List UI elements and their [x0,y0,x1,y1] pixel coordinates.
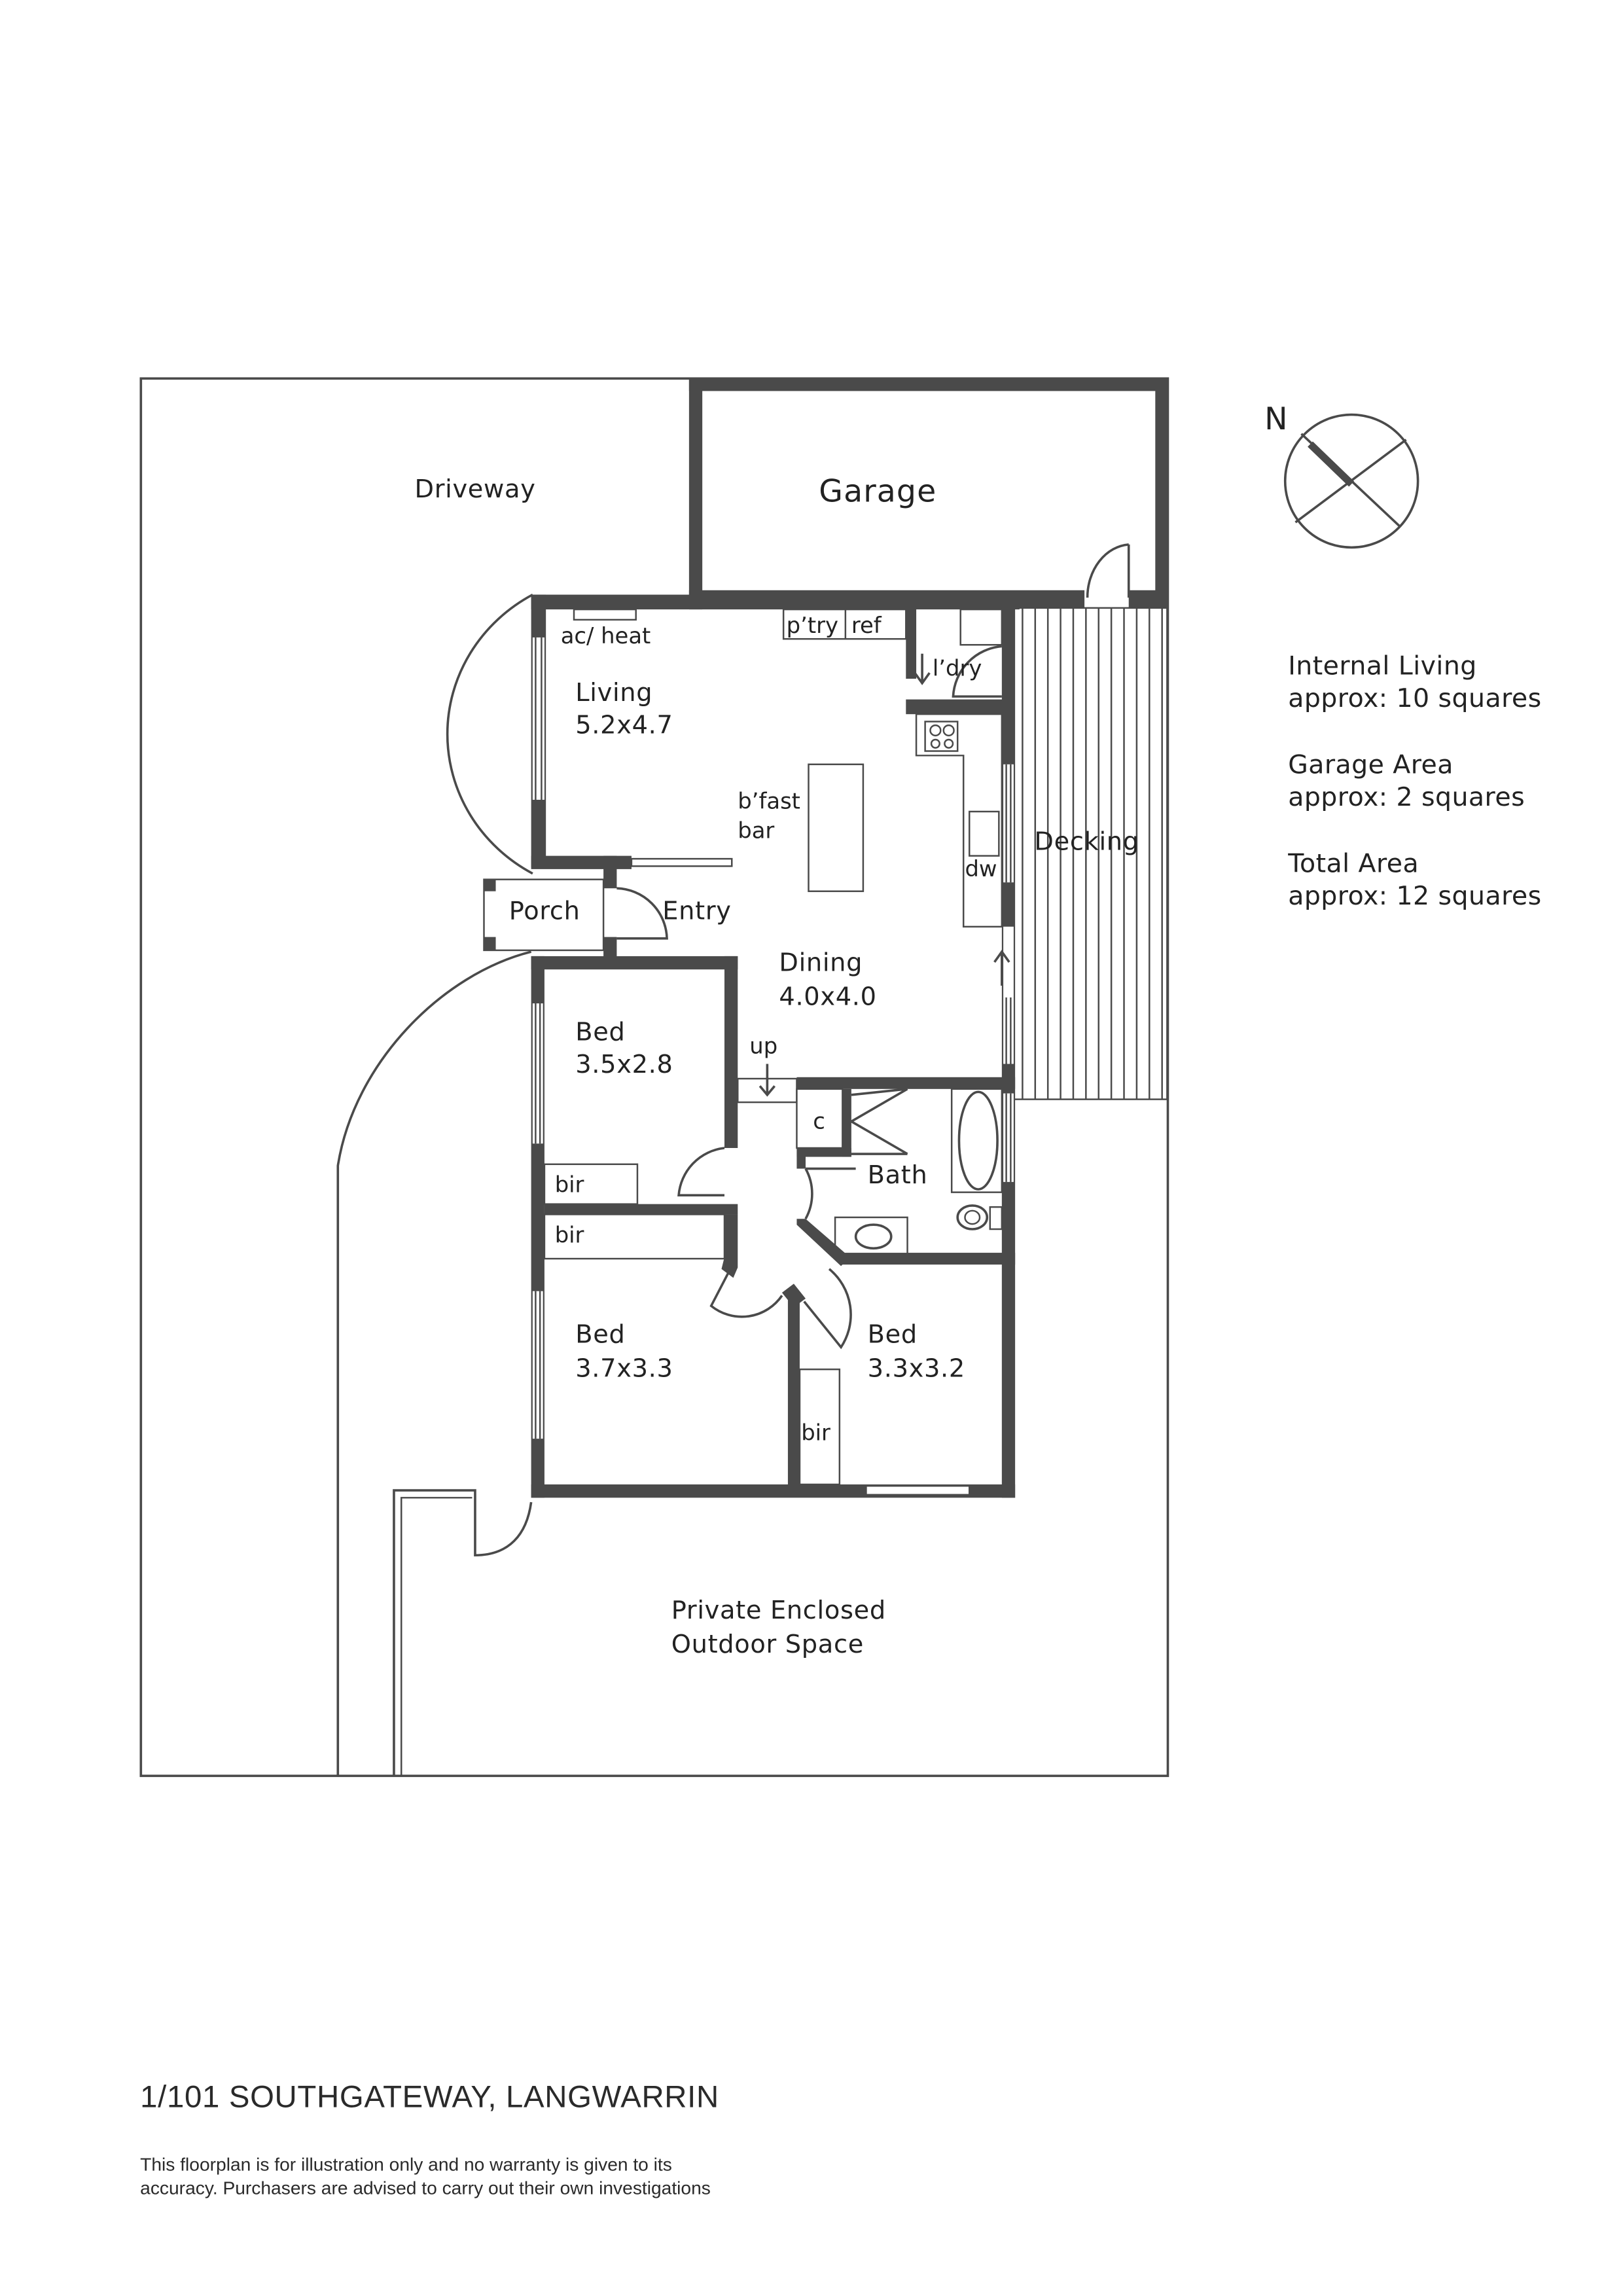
deck-up-arrow-icon [993,950,1010,986]
disclaimer-line1: This floorplan is for illustration only … [140,2153,672,2174]
bed1-door-swing [677,1147,725,1196]
dishwasher-label: dw [965,856,997,882]
breakfast-bar-label-1: b’fast [738,788,800,814]
driveway-label: Driveway [415,475,536,504]
decking-label: Decking [1034,827,1139,857]
driveway-gate-arc [446,593,533,875]
bed2-size: 3.7x3.3 [575,1354,673,1383]
bed2-label: Bed [575,1320,625,1350]
porch-label: Porch [509,897,580,926]
living-label: Living [575,678,652,708]
up-arrow-icon [758,1064,776,1097]
footer: 1/101 SOUTHGATEWAY, LANGWARRIN This floo… [140,2079,719,2198]
bed3-label: Bed [868,1320,918,1350]
side-gate [393,1489,533,1776]
bir-label-2: bir [555,1222,584,1247]
arrows [758,653,1010,1097]
room-labels: Driveway Garage Decking Porch Entry Livi… [415,474,1139,1660]
internal-living-value: approx: 10 squares [1288,683,1541,713]
bed3-size: 3.3x3.2 [868,1354,965,1383]
house-walls [483,594,1020,1498]
bed1-size: 3.5x2.8 [575,1050,673,1079]
laundry-label: l’dry [933,656,982,681]
entry-door-swing [616,887,668,940]
internal-living-title: Internal Living [1288,651,1477,681]
up-label: up [749,1033,777,1059]
total-area-title: Total Area [1287,848,1419,878]
garage-area-title: Garage Area [1288,749,1454,780]
bir-label-1: bir [555,1172,584,1198]
garage-area-value: approx: 2 squares [1288,782,1525,812]
dining-size: 4.0x4.0 [779,982,876,1011]
pantry-label: p’try [787,613,838,638]
outdoor-label-line1: Private Enclosed [671,1596,886,1625]
area-summary: Internal Living approx: 10 squares Garag… [1287,651,1541,911]
living-size: 5.2x4.7 [575,710,673,740]
laundry-down-arrow-icon [914,653,931,685]
property-address: 1/101 SOUTHGATEWAY, LANGWARRIN [140,2079,719,2114]
fixture-labels: ac/ heat p’try ref l’dry b’fast bar dw u… [555,613,997,1445]
total-area-value: approx: 12 squares [1288,881,1541,911]
gate-inner-line [400,1497,473,1776]
disclaimer-line2: accuracy. Purchasers are advised to carr… [140,2177,711,2198]
garage-door-swing [1086,543,1130,598]
fridge-label: ref [851,613,882,638]
bath-label: Bath [868,1160,928,1190]
dining-label: Dining [779,948,863,977]
north-compass: N [1264,401,1419,549]
cupboard-label: c [813,1109,825,1134]
north-label: N [1264,401,1289,437]
garage [688,378,1169,610]
breakfast-bar-label-2: bar [738,818,774,844]
bir-label-3: bir [801,1420,830,1445]
fence-curve [336,950,532,1776]
ac-heat-label: ac/ heat [561,623,651,649]
bed1-label: Bed [575,1017,625,1047]
garage-label: Garage [819,474,936,510]
entry-label: Entry [662,897,731,926]
outdoor-label-line2: Outdoor Space [671,1630,864,1659]
